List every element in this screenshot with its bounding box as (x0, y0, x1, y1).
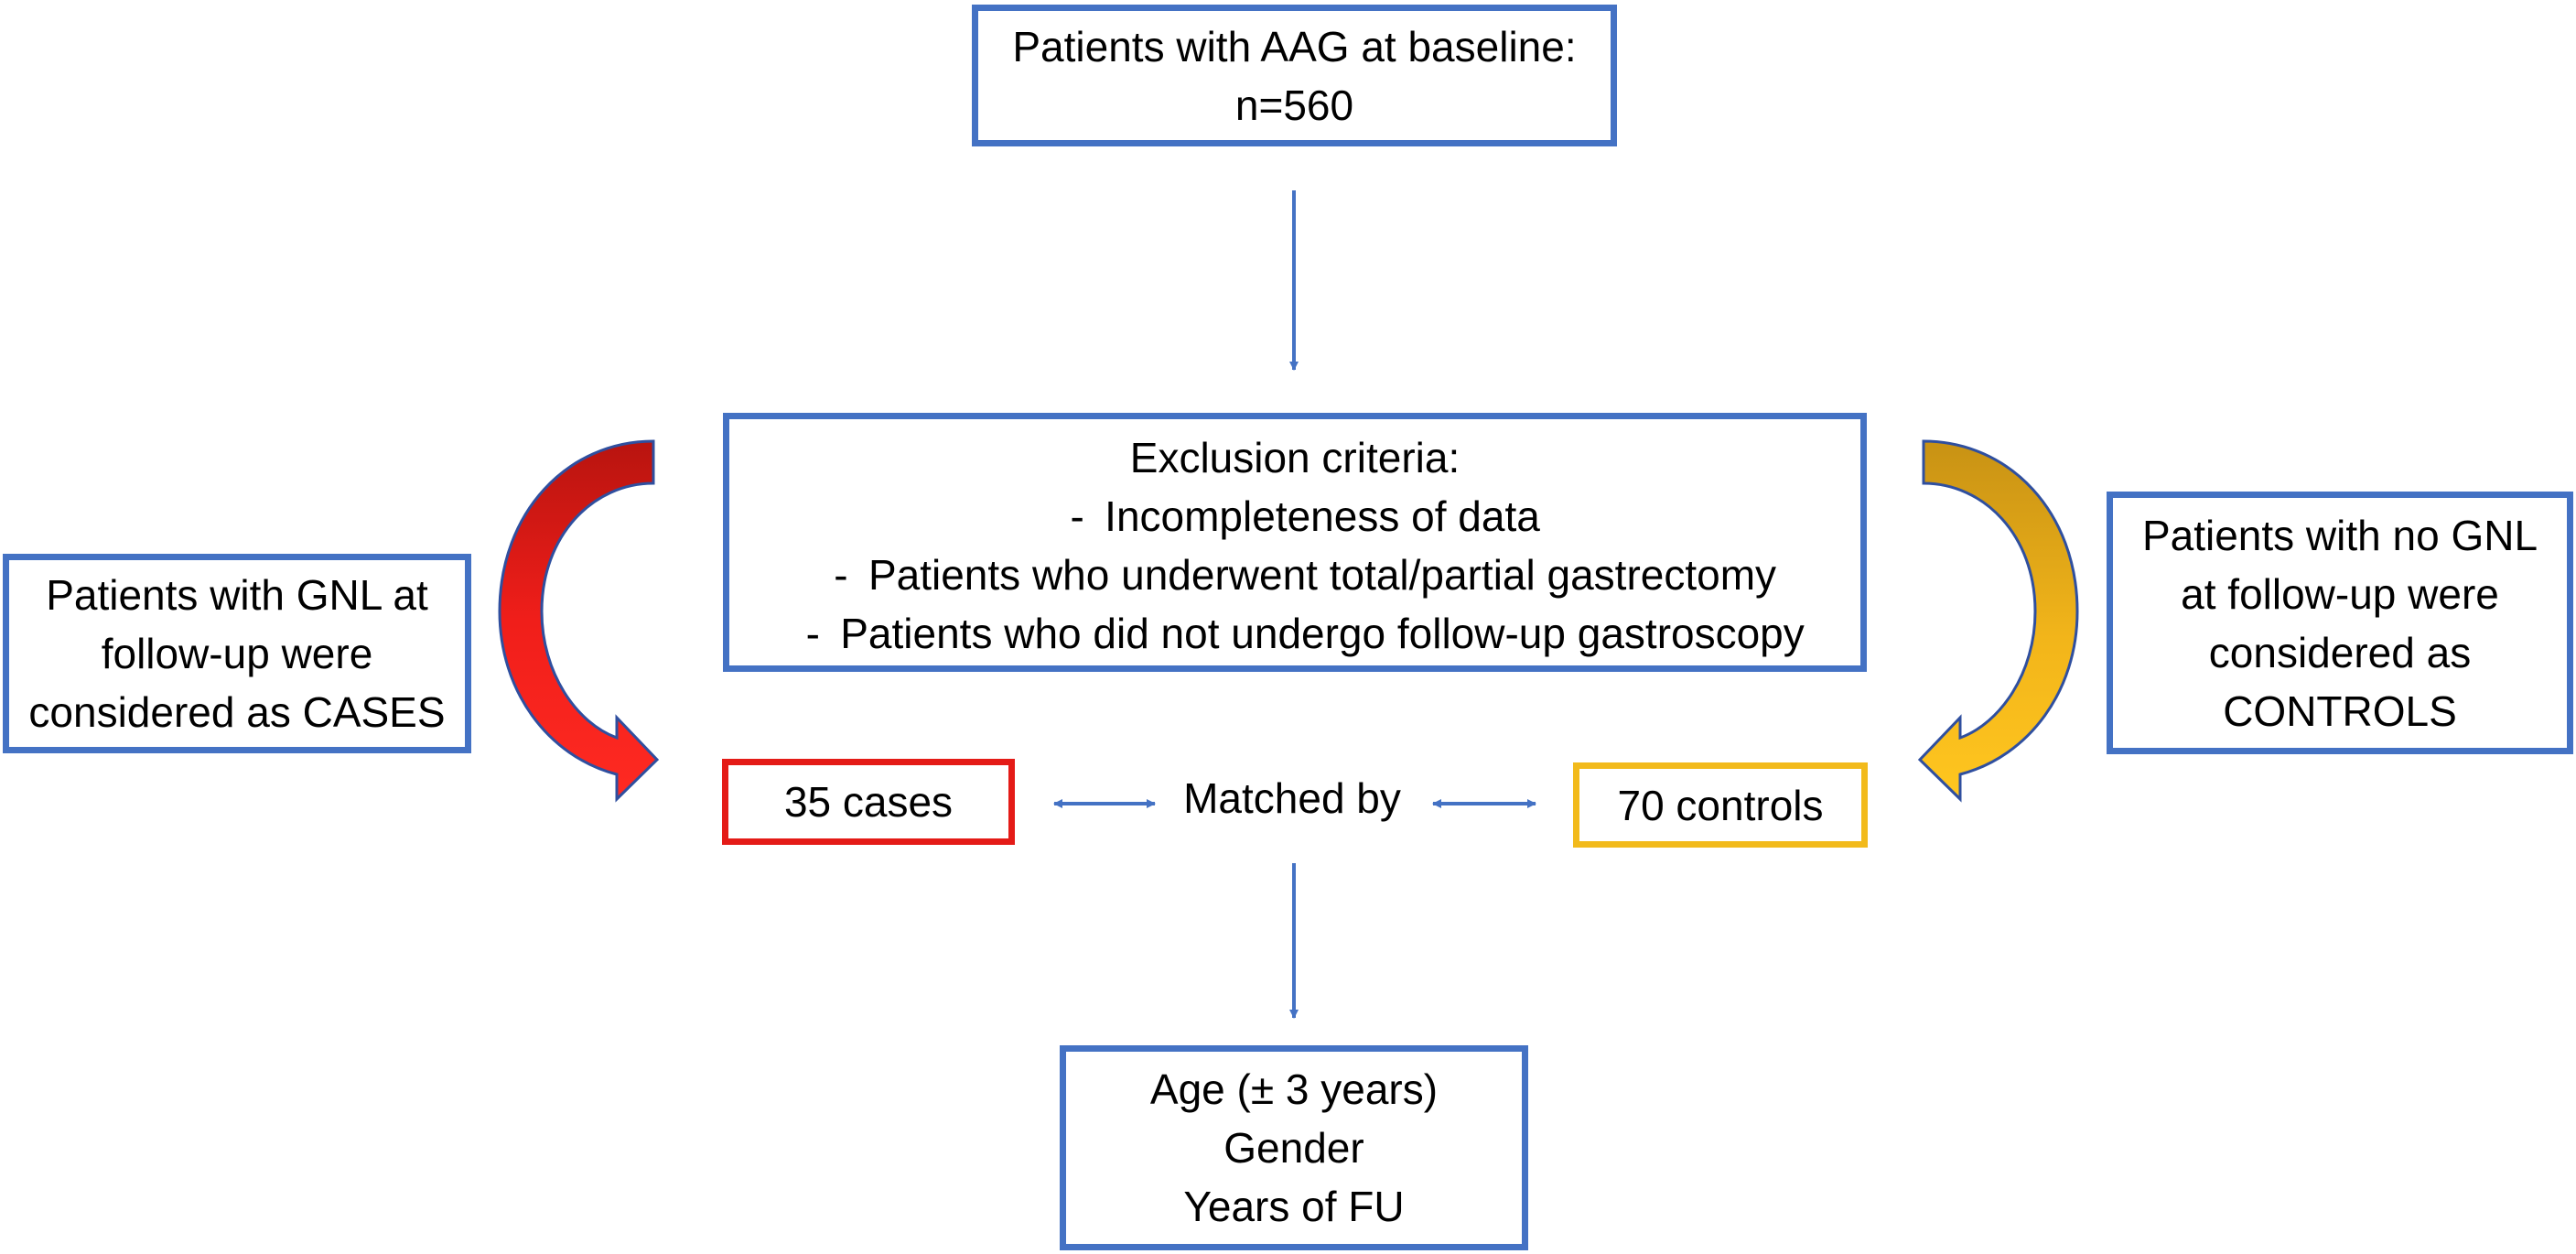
baseline-title: Patients with AAG at baseline: (1012, 22, 1577, 70)
cases-definition-box: Patients with GNL at follow-up were cons… (3, 554, 471, 753)
cases-definition-line: considered as CASES (28, 688, 446, 736)
cases-curved-arrow (498, 439, 660, 803)
exclusion-title: Exclusion criteria: (1129, 433, 1460, 481)
matching-criterion: Age (± 3 years) (1149, 1065, 1439, 1113)
exclusion-bullet: - (1070, 492, 1084, 540)
exclusion-item-label: Patients who underwent total/partial gas… (868, 550, 1777, 599)
cases-definition-line: Patients with GNL at (46, 571, 428, 619)
exclusion-item-label: Incompleteness of data (1105, 492, 1540, 540)
baseline-patients-box: Patients with AAG at baseline: n=560 (972, 5, 1617, 146)
matching-criteria-box: Age (± 3 years) Gender Years of FU (1060, 1045, 1528, 1250)
controls-definition-line: Patients with no GNL (2141, 511, 2538, 559)
baseline-count: n=560 (1234, 81, 1354, 129)
exclusion-item: - Patients who underwent total/partial g… (814, 546, 1776, 604)
controls-count-box: 70 controls (1573, 762, 1868, 848)
exclusion-bullet: - (805, 609, 820, 657)
matched-by-label: Matched by (1183, 774, 1401, 822)
controls-definition-line: CONTROLS (2223, 686, 2457, 735)
exclusion-item: - Incompleteness of data (1050, 487, 1540, 546)
matching-criterion: Years of FU (1183, 1183, 1405, 1230)
cases-definition-line: follow-up were (101, 630, 373, 677)
controls-definition-box: Patients with no GNL at follow-up were c… (2107, 492, 2573, 754)
controls-curved-arrow (1917, 439, 2079, 803)
matching-criterion: Gender (1223, 1124, 1364, 1172)
cases-count-label: 35 cases (783, 778, 954, 826)
cases-count-box: 35 cases (722, 759, 1015, 845)
controls-definition-line: considered as (2208, 628, 2472, 676)
exclusion-item: - Patients who did not undergo follow-up… (785, 604, 1805, 663)
exclusion-item-label: Patients who did not undergo follow-up g… (840, 609, 1805, 657)
exclusion-criteria-box: Exclusion criteria: - Incompleteness of … (723, 413, 1867, 672)
exclusion-bullet: - (834, 550, 848, 599)
controls-definition-line: at follow-up were (2181, 569, 2499, 618)
controls-count-label: 70 controls (1617, 781, 1824, 829)
